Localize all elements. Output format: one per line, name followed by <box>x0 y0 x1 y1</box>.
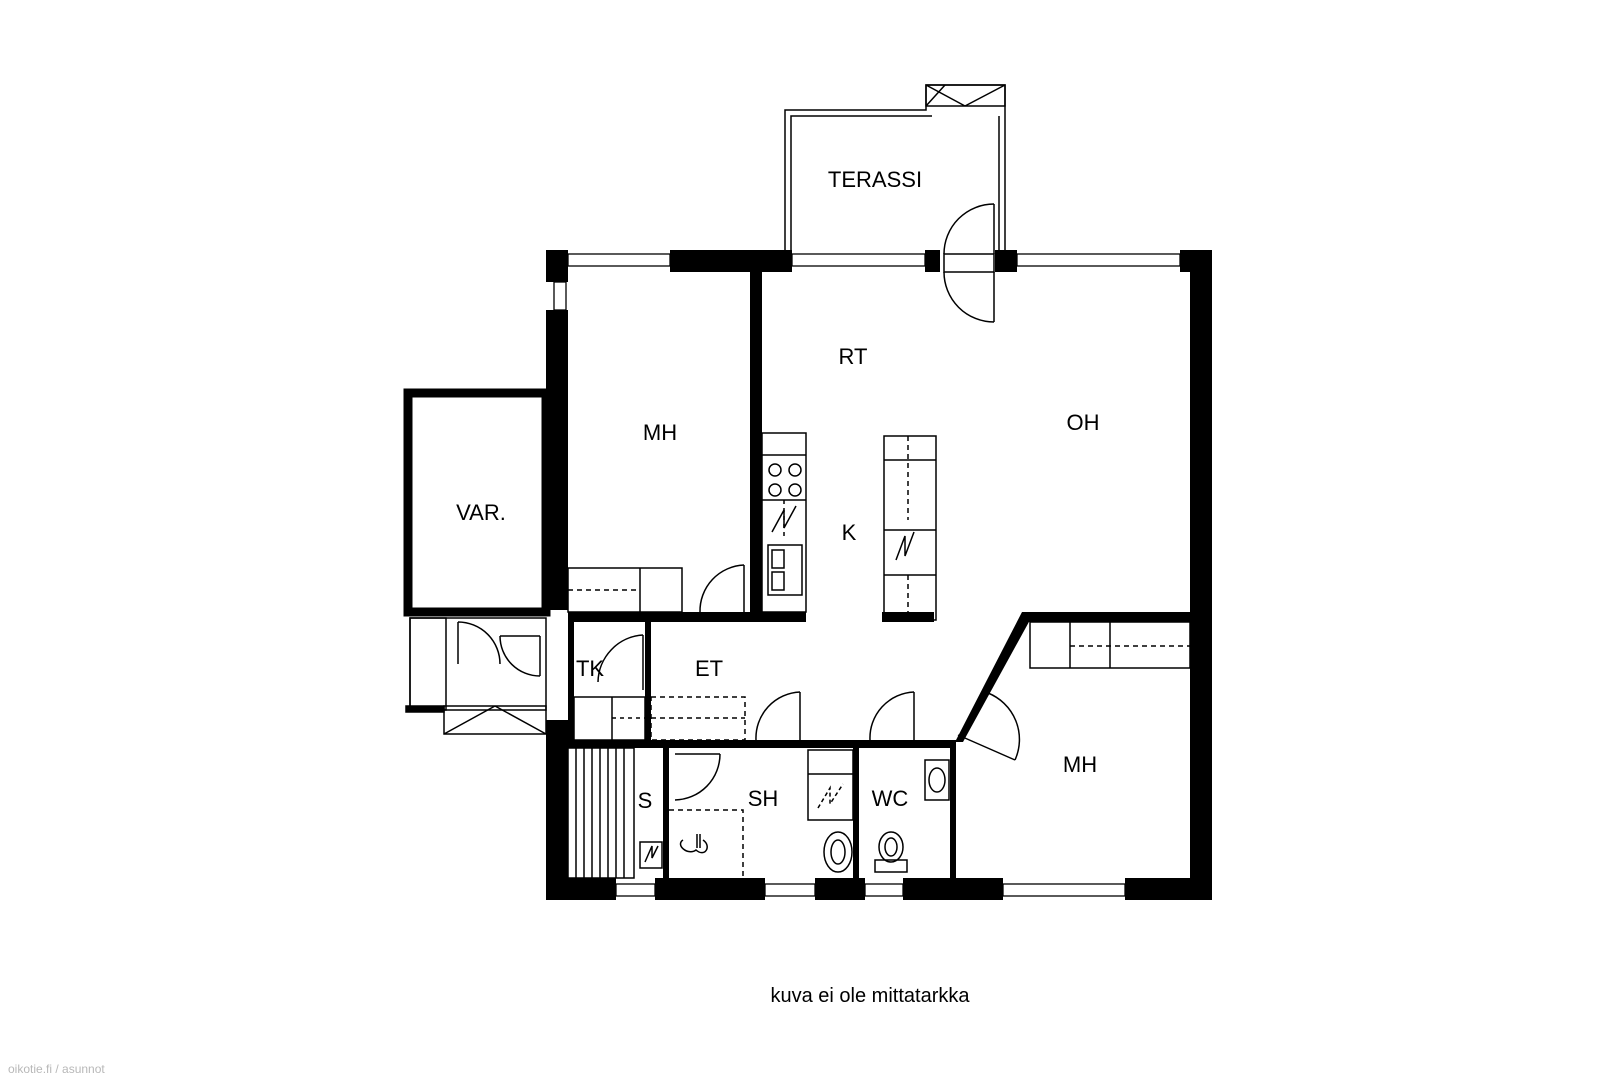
outer-walls <box>546 250 1212 900</box>
terrace <box>784 84 1006 254</box>
toilet-fixtures <box>874 759 950 873</box>
label-kitchen: K <box>842 520 857 545</box>
closet <box>573 634 646 741</box>
hall-wardrobe <box>650 696 746 741</box>
label-living-room-2: OH <box>1067 410 1100 435</box>
label-bedroom-2: MH <box>1063 752 1097 777</box>
sauna <box>567 747 721 879</box>
entrance <box>405 617 547 735</box>
label-sauna: S <box>638 788 653 813</box>
interior-walls <box>546 272 1190 878</box>
storage-room <box>403 388 551 617</box>
kitchen-counter <box>761 432 807 613</box>
watermark: oikotie.fi / asunnot <box>8 1062 105 1076</box>
label-hall: ET <box>695 656 723 681</box>
kitchen-island <box>883 435 937 621</box>
bathroom-fixtures <box>669 749 854 878</box>
wardrobe-2 <box>1029 621 1191 669</box>
label-terrace: TERASSI <box>828 167 922 192</box>
label-closet: TK <box>576 656 604 681</box>
label-living-room: RT <box>839 344 868 369</box>
doors-bottom <box>755 691 1021 761</box>
label-bedroom-1: MH <box>643 420 677 445</box>
windows <box>553 253 1181 897</box>
wardrobe-1 <box>567 564 745 620</box>
scale-disclaimer: kuva ei ole mittatarkka <box>770 985 970 1007</box>
label-bathroom: SH <box>748 786 779 811</box>
terrace-door <box>943 203 995 323</box>
label-toilet: WC <box>872 786 909 811</box>
label-storage: VAR. <box>456 500 506 525</box>
